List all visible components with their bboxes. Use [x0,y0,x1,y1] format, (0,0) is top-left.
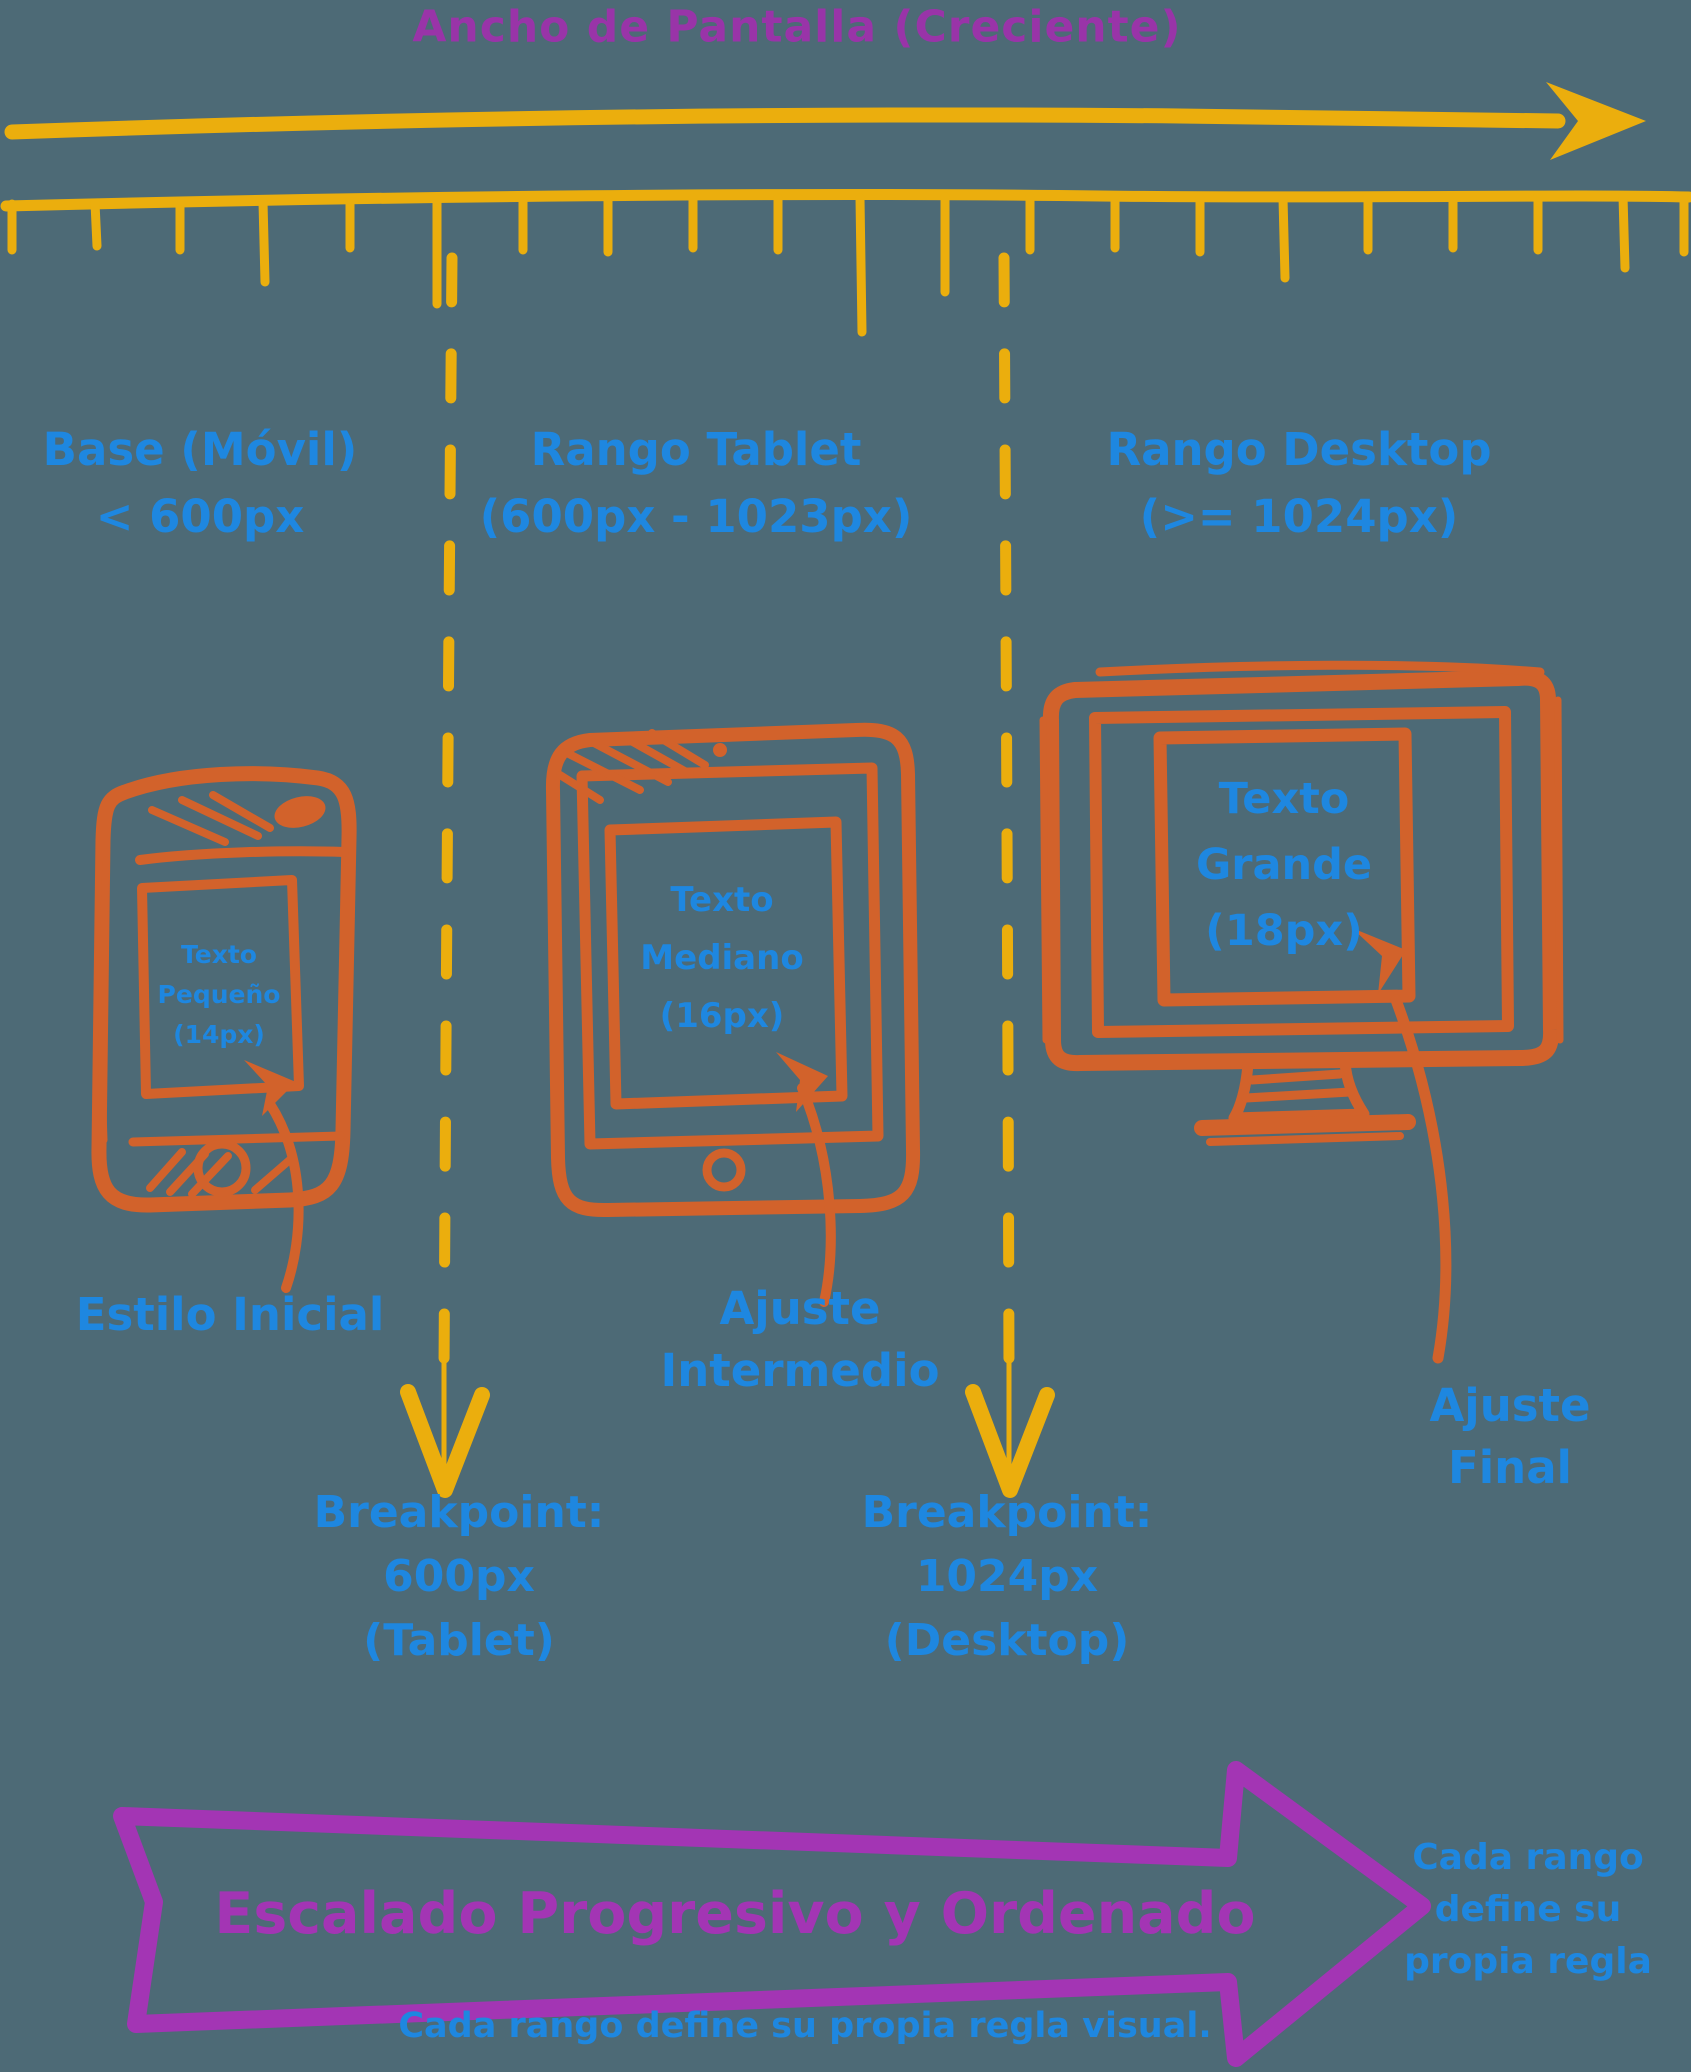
phone-screen-line-1: Texto [181,940,257,969]
desktop-screen-line-1: Texto [1218,774,1350,824]
phone-screen-line-2: Pequeño [157,980,281,1009]
range-tablet-label: Rango Tablet [530,423,862,476]
phone-screen-line-3: (14px) [173,1020,265,1049]
desktop-screen-line-3: (18px) [1205,906,1363,956]
desktop-annotation: Ajuste Final [1429,1375,1590,1499]
breakpoint-600-label: Breakpoint: 600px (Tablet) [314,1481,605,1673]
breakpoint-1024-line-2: 1024px [915,1551,1099,1602]
range-desktop-range: (>= 1024px) [1139,490,1459,543]
phone-screen-label: Texto Pequeño (14px) [158,935,281,1055]
tablet-annotation-line-2: Intermedio [660,1344,940,1397]
tablet-annotation-arrow-icon [776,1052,836,1307]
tablet-annotation-line-1: Ajuste [719,1282,881,1335]
progressive-scaling-banner-arrow-icon [113,1761,1431,2067]
range-desktop-header: Rango Desktop (>= 1024px) [1106,416,1491,550]
ruler [0,188,1691,337]
range-base-label: Base (Móvil) [42,423,358,476]
tablet-screen-line-1: Texto [670,880,774,920]
tablet-screen-line-2: Mediano [640,938,804,978]
desktop-annotation-line-1: Ajuste [1429,1379,1591,1432]
banner-title: Escalado Progresivo y Ordenado [214,1881,1256,1947]
phone-annotation-arrow-icon [244,1060,304,1293]
breakpoint-1024-label: Breakpoint: 1024px (Desktop) [862,1481,1153,1673]
phone-sketch [91,766,357,1213]
tablet-screen-line-3: (16px) [659,996,785,1036]
dashed-line-1024px [965,252,1055,1498]
banner-side-note: Cada rango define su propia regla [1378,1832,1678,1988]
desktop-annotation-line-2: Final [1447,1441,1572,1494]
dashed-line-600px [400,252,490,1498]
tablet-sketch [545,722,921,1218]
tablet-screen-label: Texto Mediano (16px) [640,871,803,1045]
screen-width-arrow-icon [4,82,1646,160]
banner-caption: Cada rango define su propia regla visual… [398,2006,1212,2046]
phone-annotation-line-1: Estilo Inicial [75,1288,385,1341]
range-base-range: < 600px [95,490,305,543]
range-base-header: Base (Móvil) < 600px [43,416,358,550]
desktop-annotation-arrow-icon [1352,928,1452,1364]
desktop-screen-label: Texto Grande (18px) [1196,766,1372,964]
phone-annotation: Estilo Inicial [76,1284,385,1346]
tablet-annotation: Ajuste Intermedio [661,1278,940,1402]
breakpoint-600-line-1: Breakpoint: [313,1487,605,1538]
side-note-line-2: define su [1434,1889,1622,1930]
breakpoint-1024-line-3: (Desktop) [884,1615,1130,1666]
side-note-line-3: propia regla [1404,1941,1652,1982]
range-tablet-range: (600px - 1023px) [479,490,913,543]
page-title: Ancho de Pantalla (Creciente) [412,1,1182,53]
side-note-line-1: Cada rango [1412,1837,1644,1878]
breakpoint-600-line-3: (Tablet) [363,1615,555,1666]
range-tablet-header: Rango Tablet (600px - 1023px) [480,416,913,550]
breakpoint-600-line-2: 600px [383,1551,535,1602]
range-desktop-label: Rango Desktop [1106,423,1492,476]
desktop-screen-line-2: Grande [1195,840,1373,890]
breakpoint-1024-line-1: Breakpoint: [861,1487,1153,1538]
monitor-sketch [1039,660,1564,1146]
